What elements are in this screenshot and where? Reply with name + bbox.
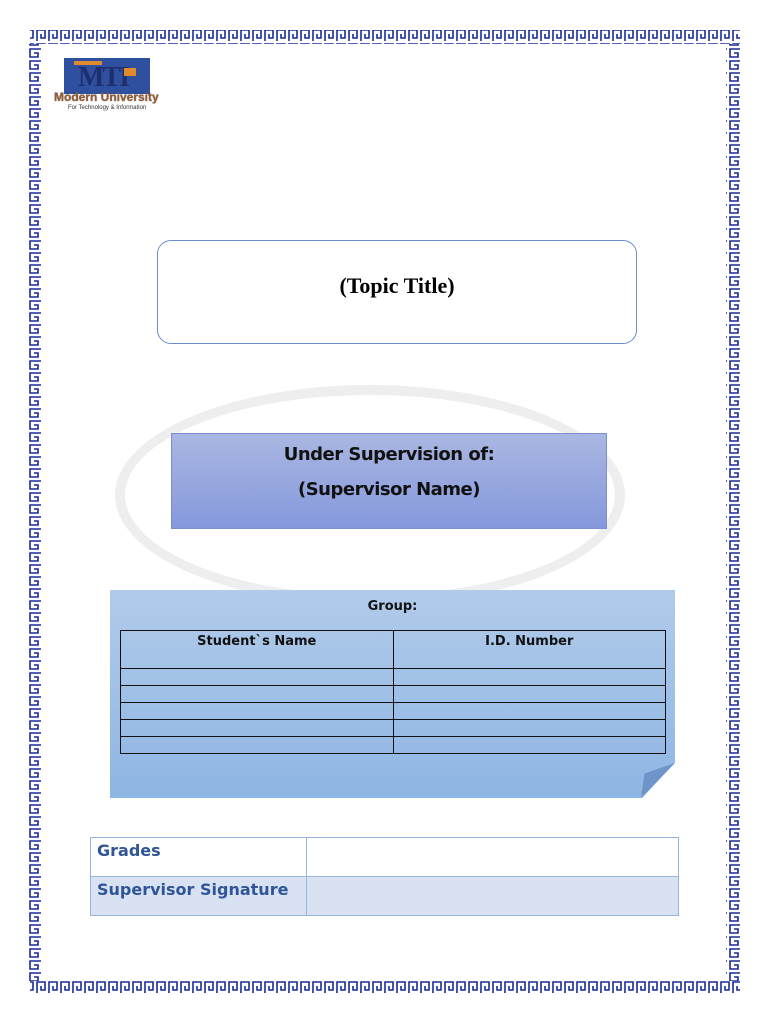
- student-name-cell[interactable]: [120, 668, 394, 686]
- logo-subtitle: For Technology & Information: [68, 105, 147, 111]
- table-row: [120, 719, 666, 737]
- student-name-cell[interactable]: [120, 736, 394, 754]
- topic-title-box: (Topic Title): [157, 240, 637, 344]
- student-id-cell[interactable]: [392, 719, 666, 737]
- topic-title: (Topic Title): [339, 273, 455, 298]
- supervision-label: Under Supervision of:: [283, 444, 495, 465]
- signature-value[interactable]: [306, 876, 679, 916]
- grades-table: Grades Supervisor Signature: [90, 837, 679, 916]
- logo-name: Modern University: [54, 90, 159, 104]
- student-id-cell[interactable]: [392, 736, 666, 754]
- column-header-id: I.D. Number: [392, 630, 666, 669]
- student-name-cell[interactable]: [120, 685, 394, 703]
- grades-row: Grades: [90, 837, 679, 877]
- supervision-box: Under Supervision of: (Supervisor Name): [171, 433, 607, 529]
- table-row: [120, 668, 666, 686]
- table-row: [120, 736, 666, 754]
- university-logo: MTI Modern University For Technology & I…: [52, 58, 172, 114]
- student-id-cell[interactable]: [392, 685, 666, 703]
- supervisor-name: (Supervisor Name): [297, 479, 481, 500]
- grades-value[interactable]: [306, 837, 679, 877]
- column-header-name: Student`s Name: [120, 630, 394, 669]
- table-row: [120, 685, 666, 703]
- group-label: Group:: [367, 599, 418, 614]
- student-name-cell[interactable]: [120, 702, 394, 720]
- student-name-cell[interactable]: [120, 719, 394, 737]
- students-table: Student`s Name I.D. Number: [120, 630, 666, 754]
- table-row: [120, 702, 666, 720]
- grades-label: Grades: [90, 837, 307, 877]
- signature-label: Supervisor Signature: [90, 876, 307, 916]
- student-id-cell[interactable]: [392, 702, 666, 720]
- signature-row: Supervisor Signature: [90, 876, 679, 916]
- student-id-cell[interactable]: [392, 668, 666, 686]
